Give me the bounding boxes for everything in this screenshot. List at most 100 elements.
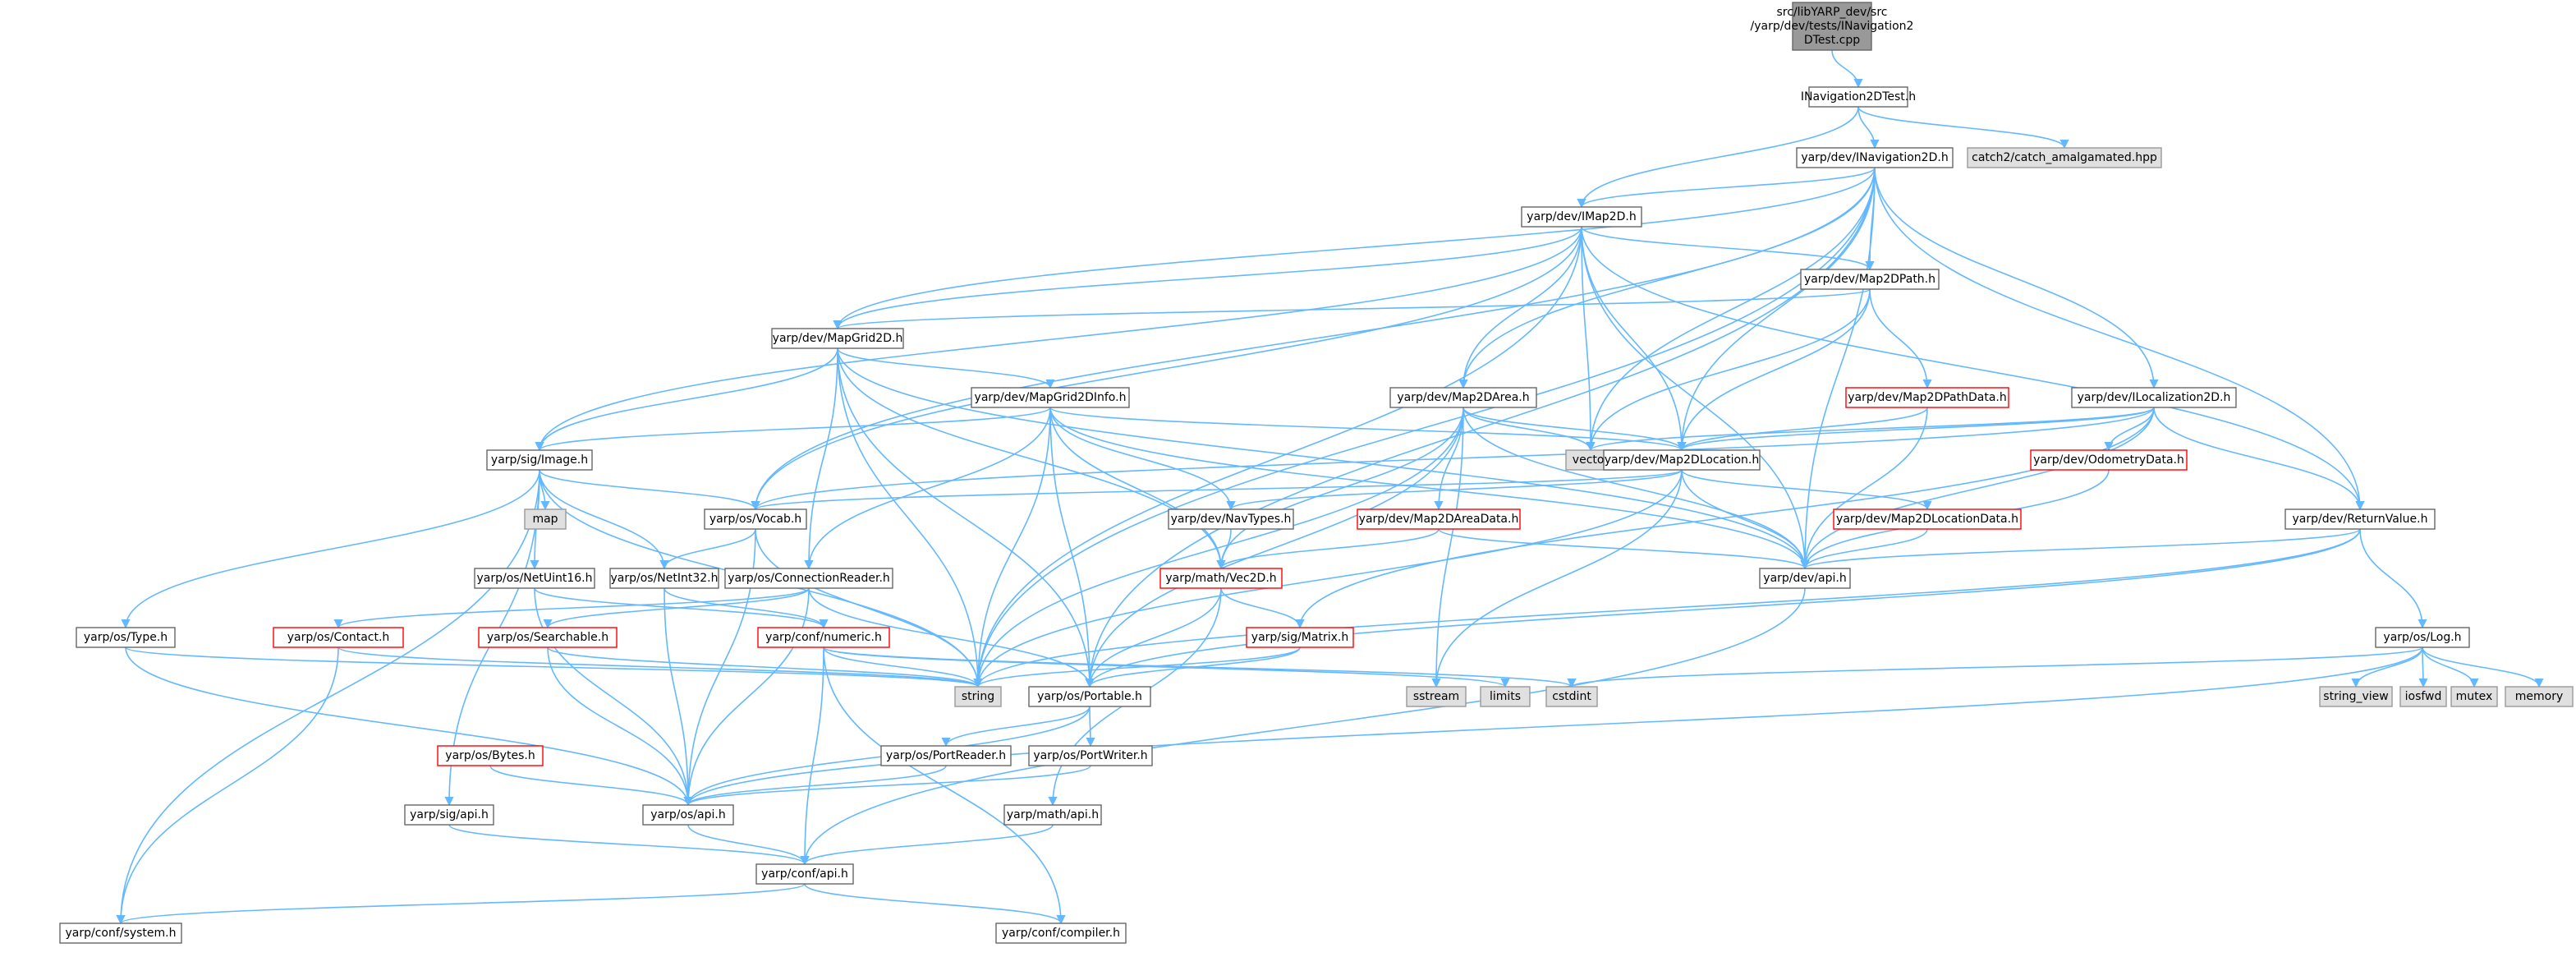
header-node[interactable]: yarp/os/Portable.h [1028,686,1151,707]
edge-path [1874,167,2159,389]
header-node[interactable]: yarp/dev/ILocalization2D.h [2071,387,2237,408]
edge-path [1216,407,1464,570]
header-node[interactable]: yarp/os/ConnectionReader.h [724,568,893,589]
edge-path [1800,407,1928,570]
header-node[interactable]: yarp/os/Contact.h [273,627,404,648]
header-node[interactable]: yarp/dev/ReturnValue.h [2284,508,2436,530]
include-edge [1049,407,1810,570]
header-node[interactable]: yarp/dev/OdometryData.h [2030,449,2188,471]
header-node[interactable]: yarp/dev/api.h [1759,568,1851,589]
edge-path [121,469,540,629]
edge-path [659,528,756,570]
header-node[interactable]: yarp/math/api.h [1003,804,1102,826]
header-node[interactable]: yarp/conf/api.h [755,863,854,885]
edge-path [1677,407,1928,452]
header-node[interactable]: yarp/dev/MapGrid2D.h [771,328,904,349]
edge-path [1681,469,1932,511]
node-label: src/libYARP_dev/src [1777,6,1888,19]
header-node[interactable]: yarp/os/Type.h [76,627,176,648]
edge-path [664,587,693,807]
node-label: sstream [1413,690,1459,703]
edge-path [1431,407,1464,688]
edge-path [1577,106,1859,209]
header-node[interactable]: yarp/dev/MapGrid2DInfo.h [971,387,1130,408]
header-node[interactable]: yarp/conf/system.h [59,922,182,944]
node-box [609,568,719,589]
node-label: yarp/dev/IMap2D.h [1527,210,1636,223]
edge-path [1462,407,1810,570]
edge-path [1567,646,2423,688]
header-node[interactable]: yarp/os/PortReader.h [880,745,1012,766]
edge-path [1577,167,1876,209]
header-node[interactable]: yarp/dev/NavTypes.h [1168,508,1294,530]
include-edge [543,587,810,629]
header-node[interactable]: yarp/math/Vec2D.h [1159,568,1283,589]
node-label: yarp/os/Log.h [2383,631,2461,644]
header-node[interactable]: yarp/dev/INavigation2D.h [1796,147,1954,168]
header-node[interactable]: yarp/os/Log.h [2375,627,2470,648]
node-box [995,922,1127,944]
edge-path [837,347,1226,570]
header-node[interactable]: yarp/dev/Map2DAreaData.h [1357,508,1521,530]
edge-path [833,167,1876,330]
header-node[interactable]: yarp/conf/numeric.h [757,627,890,648]
node-label: cstdint [1552,690,1591,703]
node-box [880,745,1012,766]
node-box [1545,686,1598,707]
include-edge [823,646,1510,688]
edge-path [1831,49,1863,89]
edge-path [941,706,1091,748]
edge-path [1431,469,1683,688]
include-edge [1085,646,1301,688]
node-label: yarp/sig/Image.h [491,453,588,467]
header-node[interactable]: yarp/os/NetInt32.h [609,568,719,589]
header-node[interactable]: yarp/dev/Map2DArea.h [1389,387,1537,408]
header-node[interactable]: yarp/os/api.h [642,804,734,826]
header-node[interactable]: yarp/os/PortWriter.h [1028,745,1153,766]
header-node[interactable]: yarp/dev/Map2DPath.h [1800,269,1940,290]
header-node[interactable]: src/libYARP_dev/src/yarp/dev/tests/INavi… [1751,2,1914,51]
include-edge [1869,288,1932,389]
header-node[interactable]: yarp/sig/Matrix.h [1246,627,1354,648]
include-edge [823,646,1066,925]
node-box [971,387,1130,408]
header-node[interactable]: yarp/os/NetUint16.h [474,568,595,589]
node-box [2505,686,2574,707]
header-node[interactable]: yarp/sig/api.h [404,804,494,826]
header-node[interactable]: yarp/dev/Map2DLocation.h [1603,449,1761,471]
header-node[interactable]: yarp/os/Searchable.h [478,627,618,648]
edge-path [1800,407,2155,570]
include-edge [2153,407,2365,511]
edge-path [973,646,1301,688]
edge-path [1581,226,1810,570]
include-edge [125,646,693,807]
header-node[interactable]: INavigation2DTest.h [1801,86,1916,108]
header-node[interactable]: yarp/conf/compiler.h [995,922,1127,944]
header-node[interactable]: yarp/dev/Map2DLocationData.h [1833,508,2022,530]
node-box [2319,686,2393,707]
edge-path [751,167,1876,511]
edge-path [804,347,838,570]
edge-path [539,469,760,511]
header-node[interactable]: yarp/dev/IMap2D.h [1521,206,1642,228]
header-node[interactable]: yarp/sig/Image.h [486,449,593,471]
edge-path [535,347,838,452]
edge-path [1086,706,1095,748]
include-edge [837,347,1095,688]
include-edge [1800,407,2155,570]
include-edge [837,347,1226,570]
node-box [755,863,854,885]
edge-path [1874,167,2365,511]
header-node[interactable]: yarp/dev/Map2DPathData.h [1845,387,2009,408]
include-edge [547,646,983,688]
header-node[interactable]: yarp/os/Bytes.h [437,745,544,766]
include-edge [116,469,540,925]
node-box [2399,686,2447,707]
node-box [704,508,807,530]
include-edge [121,469,540,629]
include-edge [687,824,810,866]
header-node[interactable]: yarp/os/Vocab.h [704,508,807,530]
edge-path [489,765,693,807]
edge-path [973,407,1051,688]
edge-path [125,646,983,688]
